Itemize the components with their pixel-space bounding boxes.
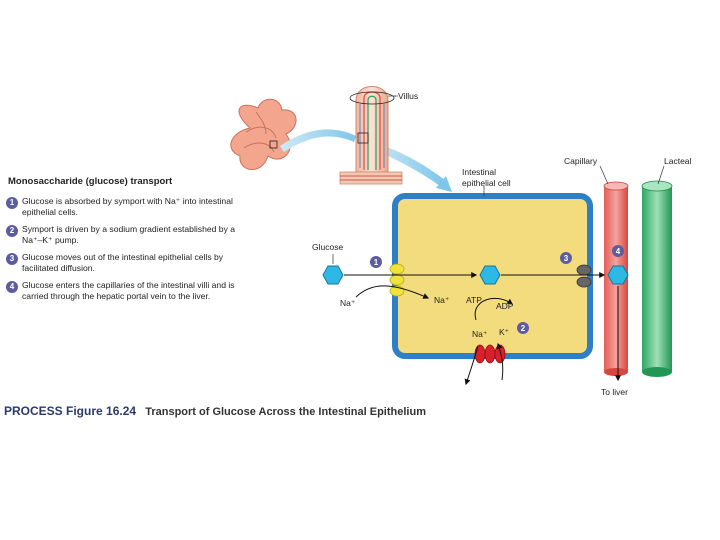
- step-marker-3: 3: [560, 252, 572, 264]
- svg-text:3: 3: [564, 254, 569, 263]
- step-badge: 2: [6, 225, 18, 237]
- glucose-molecule: [607, 265, 629, 285]
- step-3: 3 Glucose moves out of the intestinal ep…: [6, 252, 236, 274]
- na-pump-label: Na⁺: [472, 329, 488, 339]
- svg-text:1: 1: [374, 258, 379, 267]
- svg-text:4: 4: [616, 247, 621, 256]
- step-marker-2: 2: [517, 322, 529, 334]
- atp-label: ATP: [466, 295, 482, 305]
- step-text: Glucose moves out of the intestinal epit…: [22, 252, 224, 273]
- glucose-molecule: [322, 265, 344, 285]
- step-text: Glucose is absorbed by symport with Na⁺ …: [22, 196, 233, 217]
- step-2: 2 Symport is driven by a sodium gradient…: [6, 224, 236, 246]
- lacteal-vessel: [641, 180, 673, 377]
- step-badge: 4: [6, 281, 18, 293]
- na-glucose-symporter: [389, 263, 405, 297]
- step-badge: 3: [6, 253, 18, 265]
- glucose-molecule: [479, 265, 501, 285]
- transport-arrows: [344, 272, 621, 386]
- step-text: Glucose enters the capillaries of the in…: [22, 280, 235, 301]
- small-intestine-illustration: [230, 98, 297, 170]
- villus-label: Villus: [398, 91, 418, 101]
- caption-label: PROCESS Figure 16.24: [4, 404, 137, 418]
- lacteal-label: Lacteal: [664, 156, 692, 166]
- svg-text:2: 2: [521, 324, 526, 333]
- step-1: 1 Glucose is absorbed by symport with Na…: [6, 196, 236, 218]
- k-pump-label: K⁺: [499, 327, 510, 337]
- villus-illustration: [339, 86, 403, 185]
- glucose-label: Glucose: [312, 242, 343, 252]
- step-marker-1: 1: [370, 256, 382, 268]
- panel-title: Monosaccharide (glucose) transport: [8, 176, 173, 187]
- na-inside-label: Na⁺: [434, 295, 450, 305]
- figure-caption: PROCESS Figure 16.24 Transport of Glucos…: [4, 404, 426, 418]
- step-badge: 1: [6, 197, 18, 209]
- caption-title: Transport of Glucose Across the Intestin…: [145, 406, 426, 418]
- capillary-label: Capillary: [564, 156, 598, 166]
- epithelial-cell-label-line2: epithelial cell: [462, 178, 511, 188]
- step-4: 4 Glucose enters the capillaries of the …: [6, 280, 236, 302]
- steps-panel: Monosaccharide (glucose) transport 1 Glu…: [6, 176, 236, 308]
- na-k-pump: [474, 344, 506, 364]
- leader-lines: [332, 95, 665, 264]
- step-marker-4: 4: [612, 245, 624, 257]
- step-text: Symport is driven by a sodium gradient e…: [22, 224, 236, 245]
- epithelial-cell-label: Intestinal: [462, 167, 496, 177]
- adp-label: ADP: [496, 301, 514, 311]
- na-outside-label: Na⁺: [340, 298, 356, 308]
- to-liver-label: To liver: [601, 387, 628, 397]
